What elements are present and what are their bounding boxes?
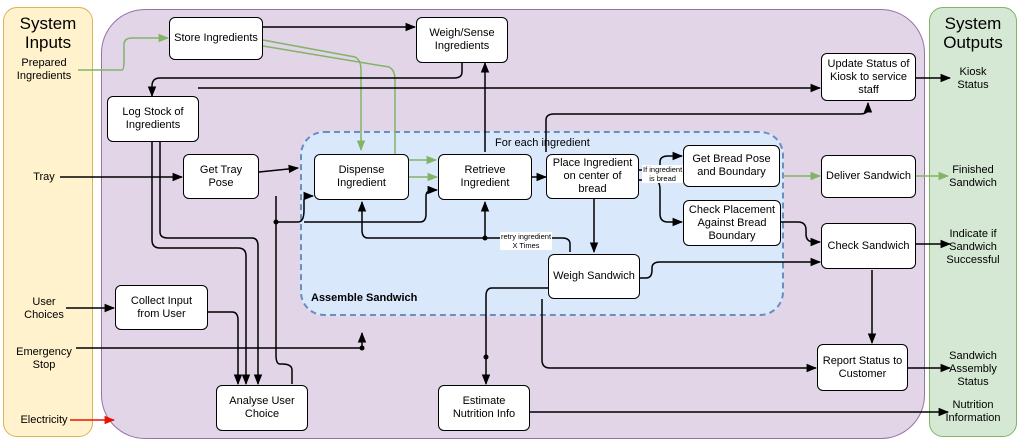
collect-input-node: Collect Input from User: [115, 285, 208, 330]
edge-weighsandwich-to-report: [541, 299, 818, 373]
retry-label: retry ingredient X Times: [500, 232, 553, 250]
junction-dot: [273, 219, 279, 225]
edge-retry-loop: [357, 200, 571, 252]
store-ingredients-node: Store Ingredients: [169, 17, 263, 60]
check-placement-node: Check Placement Against Bread Boundary: [683, 200, 781, 246]
update-status-node: Update Status of Kiosk to service staff: [821, 53, 916, 101]
edge-log-down-to-analyse: [151, 142, 251, 386]
report-status-node: Report Status to Customer: [817, 344, 908, 391]
junction-dot: [482, 235, 488, 241]
place-ingredient-node: Place Ingredient on center of bread: [546, 154, 639, 199]
edge-store-to-dispense: [262, 39, 366, 152]
estimate-nutrition-node: Estimate Nutrition Info: [438, 385, 530, 431]
weigh-sense-ingredients-node: Weigh/Sense Ingredients: [416, 17, 508, 63]
edge-checkplacement-to-checksandwich: [781, 221, 822, 247]
system-inputs-title: System Inputs: [19, 14, 77, 52]
retrieve-ingredient-node: Retrieve Ingredient: [438, 154, 532, 200]
deliver-sandwich-node: Deliver Sandwich: [821, 155, 916, 198]
junction-dot: [483, 354, 489, 360]
system-outputs-title: System Outputs: [943, 14, 1003, 52]
loop-label: For each ingredient: [495, 137, 590, 149]
input-electricity: Electricity: [20, 414, 68, 426]
output-kiosk-status: Kiosk Status: [957, 66, 989, 91]
dispense-ingredient-node: Dispense Ingredient: [314, 154, 409, 200]
edge-gettray-to-dispense: [258, 164, 300, 174]
output-finished-sandwich: Finished Sandwich: [949, 164, 997, 189]
output-assembly-status: Sandwich Assembly Status: [949, 350, 997, 388]
edge-place-to-update: [545, 101, 873, 152]
edge-analyse-to-selection: [275, 196, 293, 384]
edge-weighsandwich-to-estimate: [481, 287, 548, 386]
edge-prepared-to-store: [78, 33, 170, 71]
output-nutrition-information: Nutrition Information: [945, 399, 1001, 424]
log-stock-node: Log Stock of Ingredients: [107, 96, 199, 142]
edge-weigh-to-log: [147, 62, 463, 98]
edge-weighsandwich-to-checksandwich: [640, 257, 822, 279]
output-indicate-success: Indicate if Sandwich Successful: [946, 228, 1000, 266]
input-tray: Tray: [33, 171, 55, 183]
input-prepared-ingredients: Prepared Ingredients: [16, 57, 72, 82]
weigh-sandwich-node: Weigh Sandwich: [548, 254, 640, 299]
edge-log-to-analyse: [159, 142, 263, 386]
check-sandwich-node: Check Sandwich: [821, 223, 916, 269]
junction-dot: [359, 345, 365, 351]
input-user-choices: User Choices: [24, 296, 64, 321]
edge-store-to-retrieve: [262, 45, 438, 165]
get-bread-pose-node: Get Bread Pose and Boundary: [683, 145, 780, 187]
analyse-user-choice-node: Analyse User Choice: [216, 385, 308, 431]
get-tray-pose-node: Get Tray Pose: [183, 154, 259, 199]
edge-select-to-retrieve: [304, 185, 439, 223]
edge-place-to-checkplacement: [638, 179, 684, 227]
system-inputs-panel: System Inputs: [3, 7, 93, 437]
edge-select-to-dispense: [276, 191, 315, 223]
assemble-sandwich-label: Assemble Sandwich: [311, 292, 418, 304]
if-bread-label: If ingredient is bread: [642, 165, 684, 183]
edge-estop-to-dispense: [76, 331, 367, 349]
edge-collect-to-analyse: [208, 311, 243, 386]
input-emergency-stop: Emergency Stop: [16, 346, 72, 371]
